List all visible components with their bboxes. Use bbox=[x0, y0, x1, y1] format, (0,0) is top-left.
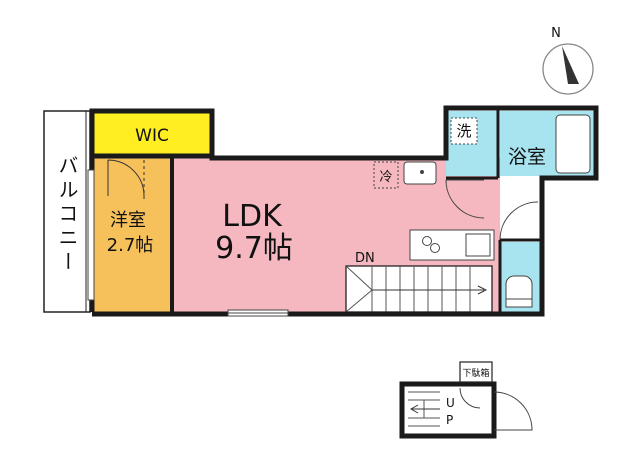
balcony-label: バルコニー bbox=[55, 155, 79, 275]
shoe-box bbox=[459, 361, 493, 383]
stairs-up-p: P bbox=[446, 413, 453, 427]
door-swing bbox=[445, 179, 485, 219]
laundry-label: 洗 bbox=[456, 122, 471, 140]
fridge-space bbox=[373, 161, 399, 189]
kitchen-sink bbox=[403, 161, 437, 185]
laundry-area: 洗 bbox=[446, 111, 498, 176]
bathtub bbox=[555, 114, 591, 174]
wic-label: WIC bbox=[135, 126, 169, 146]
balcony: バルコニー bbox=[43, 110, 91, 313]
compass-needle-icon bbox=[562, 46, 579, 84]
bathroom-label: 浴室 bbox=[508, 146, 546, 168]
door-swing bbox=[107, 159, 145, 197]
western-room-label: 洋室 bbox=[110, 210, 146, 231]
stairs-up-u: U bbox=[446, 396, 455, 410]
compass-north-label: N bbox=[551, 26, 561, 41]
compass: N bbox=[542, 26, 594, 95]
ldk-size: 9.7帖 bbox=[215, 231, 293, 266]
entrance: U P 下駄箱 bbox=[399, 361, 533, 439]
ldk-label: LDK bbox=[222, 199, 283, 234]
western-room: 洋室 2.7帖 bbox=[92, 156, 172, 312]
stairs-down-label: DN bbox=[355, 251, 375, 266]
walls bbox=[89, 105, 599, 317]
bathroom: 浴室 bbox=[500, 111, 594, 176]
entrance-door-swing bbox=[493, 391, 533, 431]
stairs-down: DN bbox=[345, 251, 493, 313]
western-room-size: 2.7帖 bbox=[107, 235, 154, 256]
walk-in-closet: WIC bbox=[89, 108, 215, 159]
fridge-label: 冷 bbox=[379, 170, 392, 185]
shoe-box-label: 下駄箱 bbox=[462, 367, 489, 379]
toilet-room bbox=[499, 201, 540, 312]
ldk-room: LDK 9.7帖 冷 bbox=[174, 158, 500, 312]
